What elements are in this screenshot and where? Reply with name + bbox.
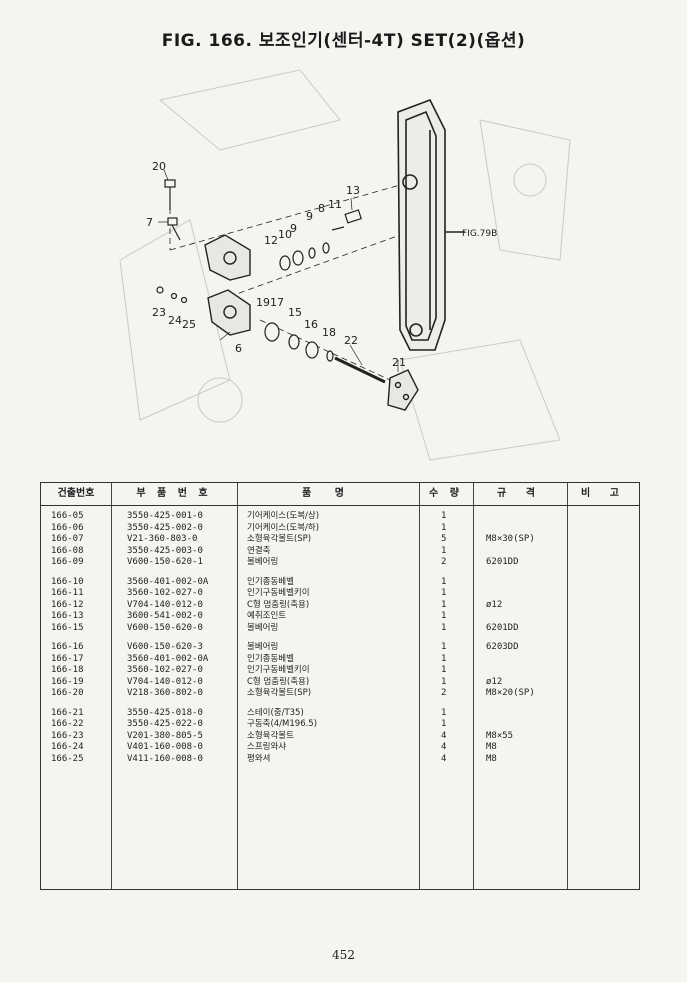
- callout-25: 25: [182, 318, 196, 331]
- row-spacer: [41, 569, 639, 577]
- header-quantity: 수 량: [429, 488, 463, 499]
- callout-13: 13: [346, 184, 360, 197]
- row-spacer: [41, 700, 639, 708]
- chain-case: [397, 98, 465, 351]
- callout-9a: 9: [306, 210, 313, 223]
- page-number: 452: [332, 948, 355, 962]
- bolts: [156, 179, 188, 304]
- column-divider: [111, 483, 112, 889]
- header-spec: 규 격: [497, 488, 543, 499]
- callout-11: 11: [328, 198, 342, 211]
- stay-plate: [387, 369, 419, 411]
- callout-18: 18: [322, 326, 336, 339]
- lower-shaft-parts: [264, 322, 386, 384]
- row-spacer: [41, 634, 639, 642]
- callout-19: 19: [256, 296, 270, 309]
- page-title: FIG. 166. 보조인기(센터-4T) SET(2)(옵션): [161, 31, 526, 51]
- callout-20: 20: [152, 160, 166, 173]
- column-divider: [567, 483, 568, 889]
- leader-lines: [158, 169, 460, 372]
- header-part-no: 부 품 번 호: [136, 488, 212, 499]
- callout-24: 24: [168, 314, 182, 327]
- callout-9b: 9: [290, 222, 297, 235]
- callout-21: 21: [392, 356, 406, 369]
- parts-diagram: 20 7 13 11 8 9 9 10 12 23 24 25 6 19 17 …: [100, 60, 590, 480]
- callout-15: 15: [288, 306, 302, 319]
- callout-10: 10: [278, 228, 292, 241]
- assembly-axis-lines: [169, 184, 401, 396]
- callout-labels: 20 7 13 11 8 9 9 10 12 23 24 25 6 19 17 …: [146, 160, 497, 369]
- exploded-view-drawing: 20 7 13 11 8 9 9 10 12 23 24 25 6 19 17 …: [119, 69, 571, 461]
- column-divider: [473, 483, 474, 889]
- callout-17: 17: [270, 296, 284, 309]
- callout-12: 12: [264, 234, 278, 247]
- header-remarks: 비 고: [581, 488, 627, 499]
- callout-23: 23: [152, 306, 166, 319]
- table-header: 건출번호 부 품 번 호 품 명 수 량 규 격 비 고: [41, 483, 639, 506]
- callout-16: 16: [304, 318, 318, 331]
- background-shadow-drawing: [119, 69, 571, 461]
- callout-7: 7: [146, 216, 153, 229]
- gear-case-upper: [204, 234, 251, 281]
- header-ref-no: 건출번호: [57, 488, 95, 499]
- callout-6: 6: [235, 342, 242, 355]
- column-divider: [419, 483, 420, 889]
- callout-22: 22: [344, 334, 358, 347]
- upper-shaft-parts: [279, 209, 362, 271]
- callout-8: 8: [318, 202, 325, 215]
- figure-reference-label: FIG.79B: [462, 229, 497, 239]
- column-divider: [237, 483, 238, 889]
- gear-case-lower: [207, 289, 251, 336]
- header-part-name: 품 명: [302, 488, 354, 499]
